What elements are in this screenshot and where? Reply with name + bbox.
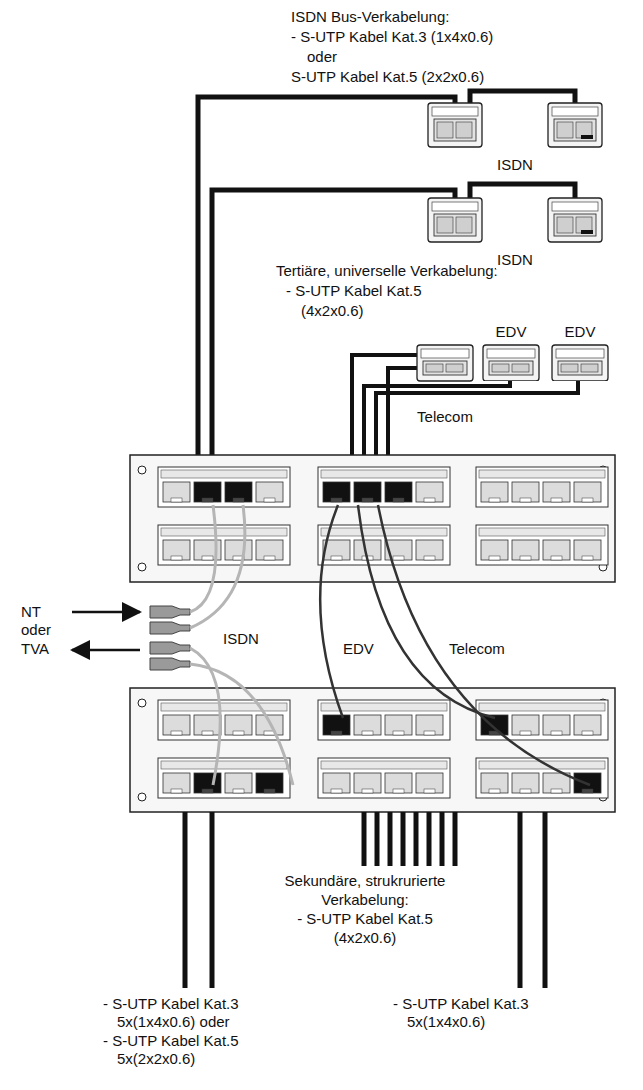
cable-note: Sekundäre, strukrurierte xyxy=(284,872,447,890)
outlet-label: Telecom xyxy=(416,408,474,426)
cable-note: (4x2x0.6) xyxy=(300,302,365,320)
cable-note: - S-UTP Kabel Kat.5 xyxy=(102,1032,240,1050)
secondary-cable xyxy=(185,812,545,988)
cable-note: oder xyxy=(20,621,52,639)
jack-group xyxy=(158,467,608,798)
outlet-label: ISDN xyxy=(496,156,534,174)
cable-note: - S-UTP Kabel Kat.3 xyxy=(102,995,240,1013)
cable-note: (4x2x0.6) xyxy=(333,929,398,947)
outlet-label: EDV xyxy=(495,323,528,341)
wall-outlet: EDV xyxy=(478,321,544,381)
cable-note: S-UTP Kabel Kat.5 (2x2x0.6) xyxy=(290,68,485,86)
cable-note: ISDN Bus-Verkabelung: xyxy=(290,8,450,26)
cable-note: - S-UTP Kabel Kat.3 (1x4x0.6) xyxy=(290,28,494,46)
patch-panel xyxy=(130,455,615,812)
wall-outlet: ISDN xyxy=(420,195,610,273)
cable-note: - S-UTP Kabel Kat.3 xyxy=(392,995,530,1013)
cable-note: Tertiäre, universelle Verkabelung: xyxy=(275,262,499,280)
isdn-patch-cord xyxy=(190,505,293,785)
edv-patch-cord xyxy=(320,505,590,785)
cable-note: 5x(1x4x0.6) oder xyxy=(116,1013,231,1031)
outlet-label: ISDN xyxy=(496,251,534,269)
cable-note: ISDN xyxy=(222,630,260,648)
cable-note: 5x(1x4x0.6) xyxy=(406,1013,486,1031)
cable-note: EDV xyxy=(342,640,375,658)
wall-outlet: ISDN xyxy=(420,100,610,178)
wall-outlet: Telecom xyxy=(395,342,493,432)
cable-note: Telecom xyxy=(448,640,506,658)
outlet-label: EDV xyxy=(564,323,597,341)
cable-note: 5x(2x2x0.6) xyxy=(116,1050,196,1068)
cable-note: - S-UTP Kabel Kat.5 xyxy=(296,910,434,928)
cable-note: NT xyxy=(20,603,42,621)
cable-note: Verkabelung: xyxy=(320,891,410,909)
isdn-plug xyxy=(150,606,190,670)
cable-note: TVA xyxy=(20,640,50,658)
direction-arrow xyxy=(72,612,140,650)
cable-note: - S-UTP Kabel Kat.5 xyxy=(285,282,423,300)
tertiary-cable xyxy=(352,355,578,458)
wall-outlet: EDV xyxy=(547,321,613,381)
cable-note: oder xyxy=(306,48,338,66)
